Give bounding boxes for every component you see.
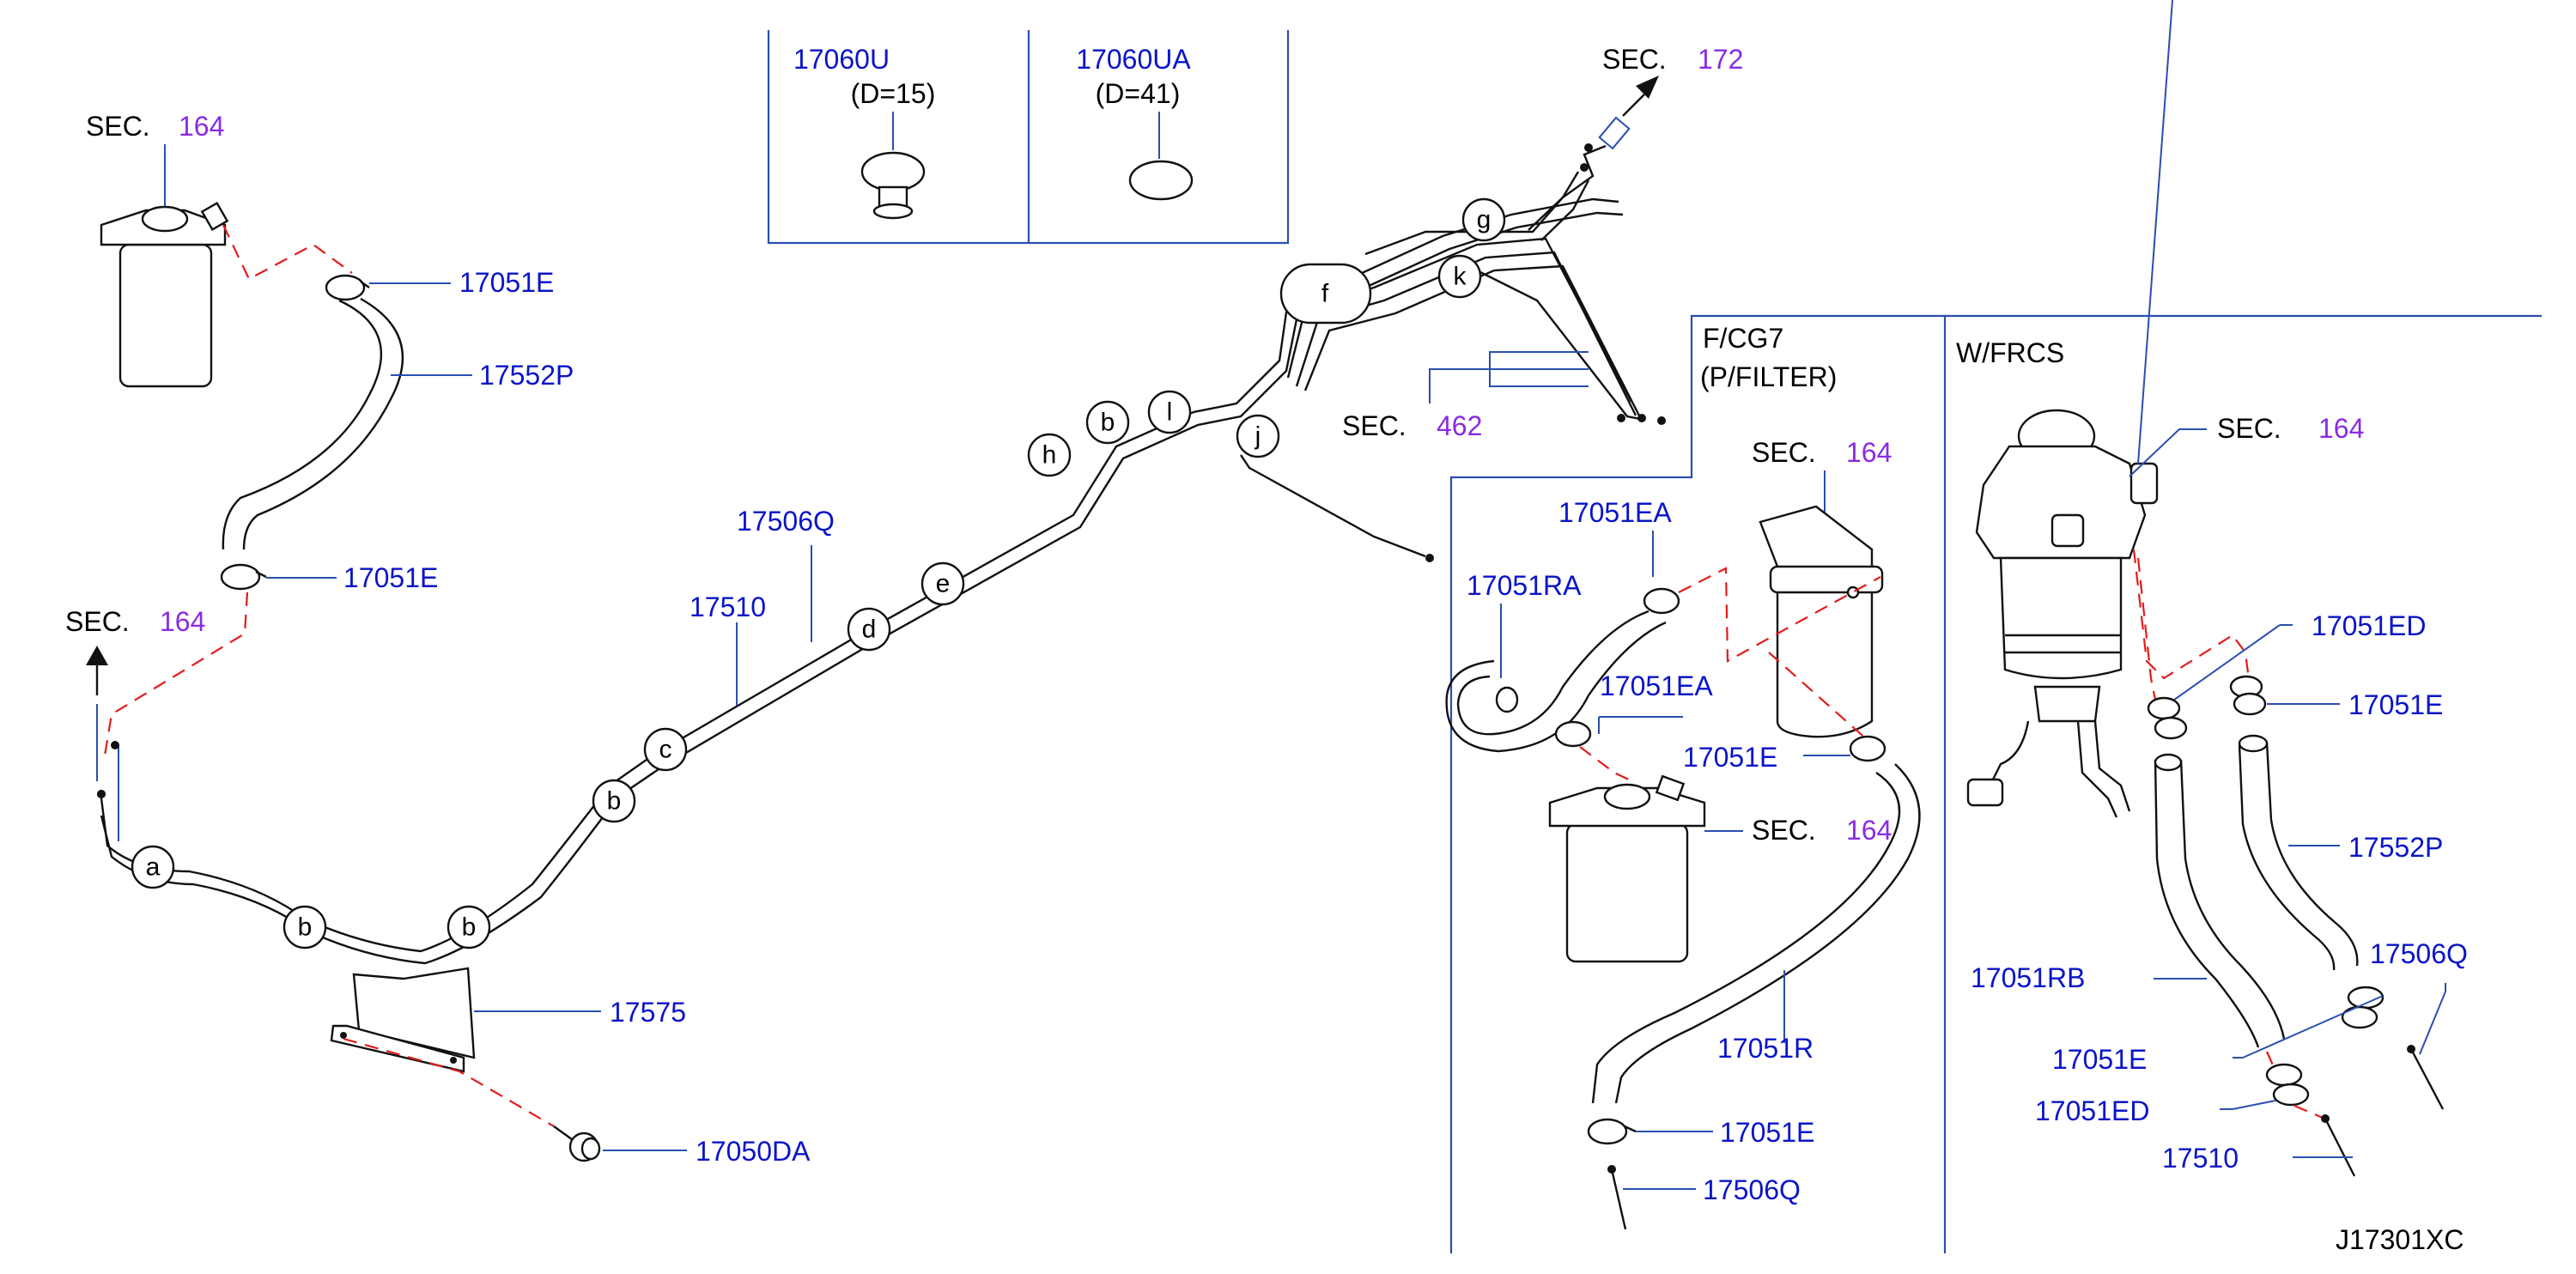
- sec-164-arrow-left: SEC. 164: [65, 606, 205, 798]
- part-17050DA: 17050DA: [696, 1136, 811, 1167]
- part-17051E-fcg7-b: 17051E: [1720, 1117, 1814, 1148]
- inset-spec-d41: (D=41): [1096, 78, 1181, 109]
- panel-wfrcs: W/FRCS SEC. 164 17051ED: [1956, 0, 2468, 1177]
- sec-num-164-c: 164: [1846, 437, 1892, 468]
- panel-wfrcs-title: W/FRCS: [1956, 337, 2064, 368]
- part-17051EA-b: 17051EA: [1600, 670, 1713, 701]
- part-17051E-mid: 17051E: [343, 562, 438, 593]
- sec-num-164-d: 164: [1846, 815, 1892, 846]
- fuel-filter-top-left: SEC. 164 17051E 17552P 17051E: [86, 111, 574, 756]
- arrow-up-icon: [86, 646, 108, 665]
- clip-l: l: [1167, 398, 1173, 427]
- part-17051E-fcg7-a: 17051E: [1683, 742, 1777, 773]
- inset-part-17060U: 17060U: [793, 44, 890, 75]
- fuel-filter-frcs: [1966, 409, 2159, 818]
- hose-clamp-icon: [2265, 1063, 2310, 1107]
- hose-clamp-icon: [2341, 986, 2385, 1029]
- part-17051E-top: 17051E: [459, 267, 554, 298]
- part-17506Q-frcs: 17506Q: [2370, 938, 2468, 969]
- clip-a: a: [146, 853, 161, 882]
- clip-f: f: [1321, 280, 1329, 308]
- hose-clamp-icon: [325, 274, 370, 301]
- sec-462: SEC. 462: [1342, 351, 1589, 441]
- part-17552P-top: 17552P: [479, 360, 574, 391]
- hose-clamp-icon: [2229, 675, 2267, 716]
- grommet-large-icon: [1128, 160, 1194, 201]
- part-17051RA: 17051RA: [1467, 570, 1582, 601]
- clip-k: k: [1454, 263, 1467, 291]
- sec-label-5: SEC.: [1752, 437, 1816, 468]
- clip-b-2: b: [462, 913, 477, 942]
- part-17506Q-main: 17506Q: [737, 506, 835, 537]
- sec-label-7: SEC.: [2217, 413, 2281, 444]
- hose-clamp-icon: [1849, 735, 1886, 762]
- inset-part-17060UA: 17060UA: [1076, 44, 1191, 75]
- panel-fcg7-title1: F/CG7: [1703, 323, 1783, 354]
- part-17051ED-a: 17051ED: [2312, 610, 2426, 641]
- clip-d: d: [862, 616, 877, 644]
- hose-clamp-icon: [1554, 720, 1592, 748]
- sec-num-164-b: 164: [160, 606, 205, 637]
- grommet-small-icon: [860, 151, 926, 220]
- part-17051RB: 17051RB: [1971, 962, 2085, 993]
- clip-b-1: b: [298, 913, 313, 942]
- sec-num-164-e: 164: [2318, 413, 2364, 444]
- arrow-up-right-icon: [1636, 76, 1659, 99]
- part-17575: 17575: [610, 997, 686, 1028]
- inset-spec-d15: (D=15): [851, 78, 936, 109]
- part-17051ED-b: 17051ED: [2035, 1095, 2149, 1126]
- part-17506Q-fcg7: 17506Q: [1703, 1174, 1801, 1205]
- hose-clamp-icon: [220, 563, 267, 591]
- hose-clamp-icon: [1643, 587, 1680, 615]
- clip-h: h: [1042, 441, 1057, 470]
- part-17510-main: 17510: [690, 592, 766, 622]
- clip-b-3: b: [607, 787, 622, 816]
- clip-e: e: [936, 570, 951, 598]
- inset-box: 17060U (D=15) 17060UA (D=41): [767, 30, 1290, 245]
- part-17051E-frcs-b: 17051E: [2052, 1044, 2147, 1075]
- clip-letters: a b b b b c d e h l j f k g: [131, 197, 1506, 949]
- sec-num-462: 462: [1437, 410, 1482, 441]
- main-fuel-pipe: [97, 144, 1666, 965]
- clip-g: g: [1477, 206, 1492, 234]
- sec-num-172: 172: [1698, 44, 1743, 75]
- part-17051EA-a: 17051EA: [1558, 497, 1672, 528]
- diagram-code: J17301XC: [2336, 1224, 2464, 1255]
- part-17510-frcs: 17510: [2162, 1143, 2239, 1174]
- part-17051E-frcs-a: 17051E: [2348, 689, 2443, 720]
- sec-label-6: SEC.: [1752, 815, 1816, 846]
- part-17552P-frcs: 17552P: [2348, 832, 2443, 863]
- panel-fcg7: F/CG7 (P/FILTER) SEC. 164 17051EA 17051R…: [1445, 314, 2542, 1253]
- sec-label-2: SEC.: [65, 606, 130, 637]
- sec-label-3: SEC.: [1602, 44, 1667, 75]
- sec-label-1: SEC.: [86, 111, 150, 142]
- hose-clamp-icon: [1587, 1118, 1637, 1145]
- bracket-17575: 17575 17050DA: [330, 967, 811, 1167]
- clip-b-4: b: [1101, 409, 1115, 437]
- hose-clamp-icon: [2147, 696, 2188, 740]
- sec-num-164-a: 164: [179, 111, 224, 142]
- sec-label-4: SEC.: [1342, 410, 1406, 441]
- fuel-filter-fcg7-lower: [1548, 774, 1706, 963]
- bolt-icon: [553, 1125, 601, 1162]
- clip-c: c: [659, 736, 672, 764]
- panel-fcg7-title2: (P/FILTER): [1700, 361, 1837, 392]
- part-17051R: 17051R: [1717, 1033, 1814, 1064]
- clip-j: j: [1255, 422, 1261, 451]
- fuel-filter-fcg7-upper: [1759, 505, 1884, 738]
- sec-172-arrow: SEC. 172: [1528, 44, 1743, 241]
